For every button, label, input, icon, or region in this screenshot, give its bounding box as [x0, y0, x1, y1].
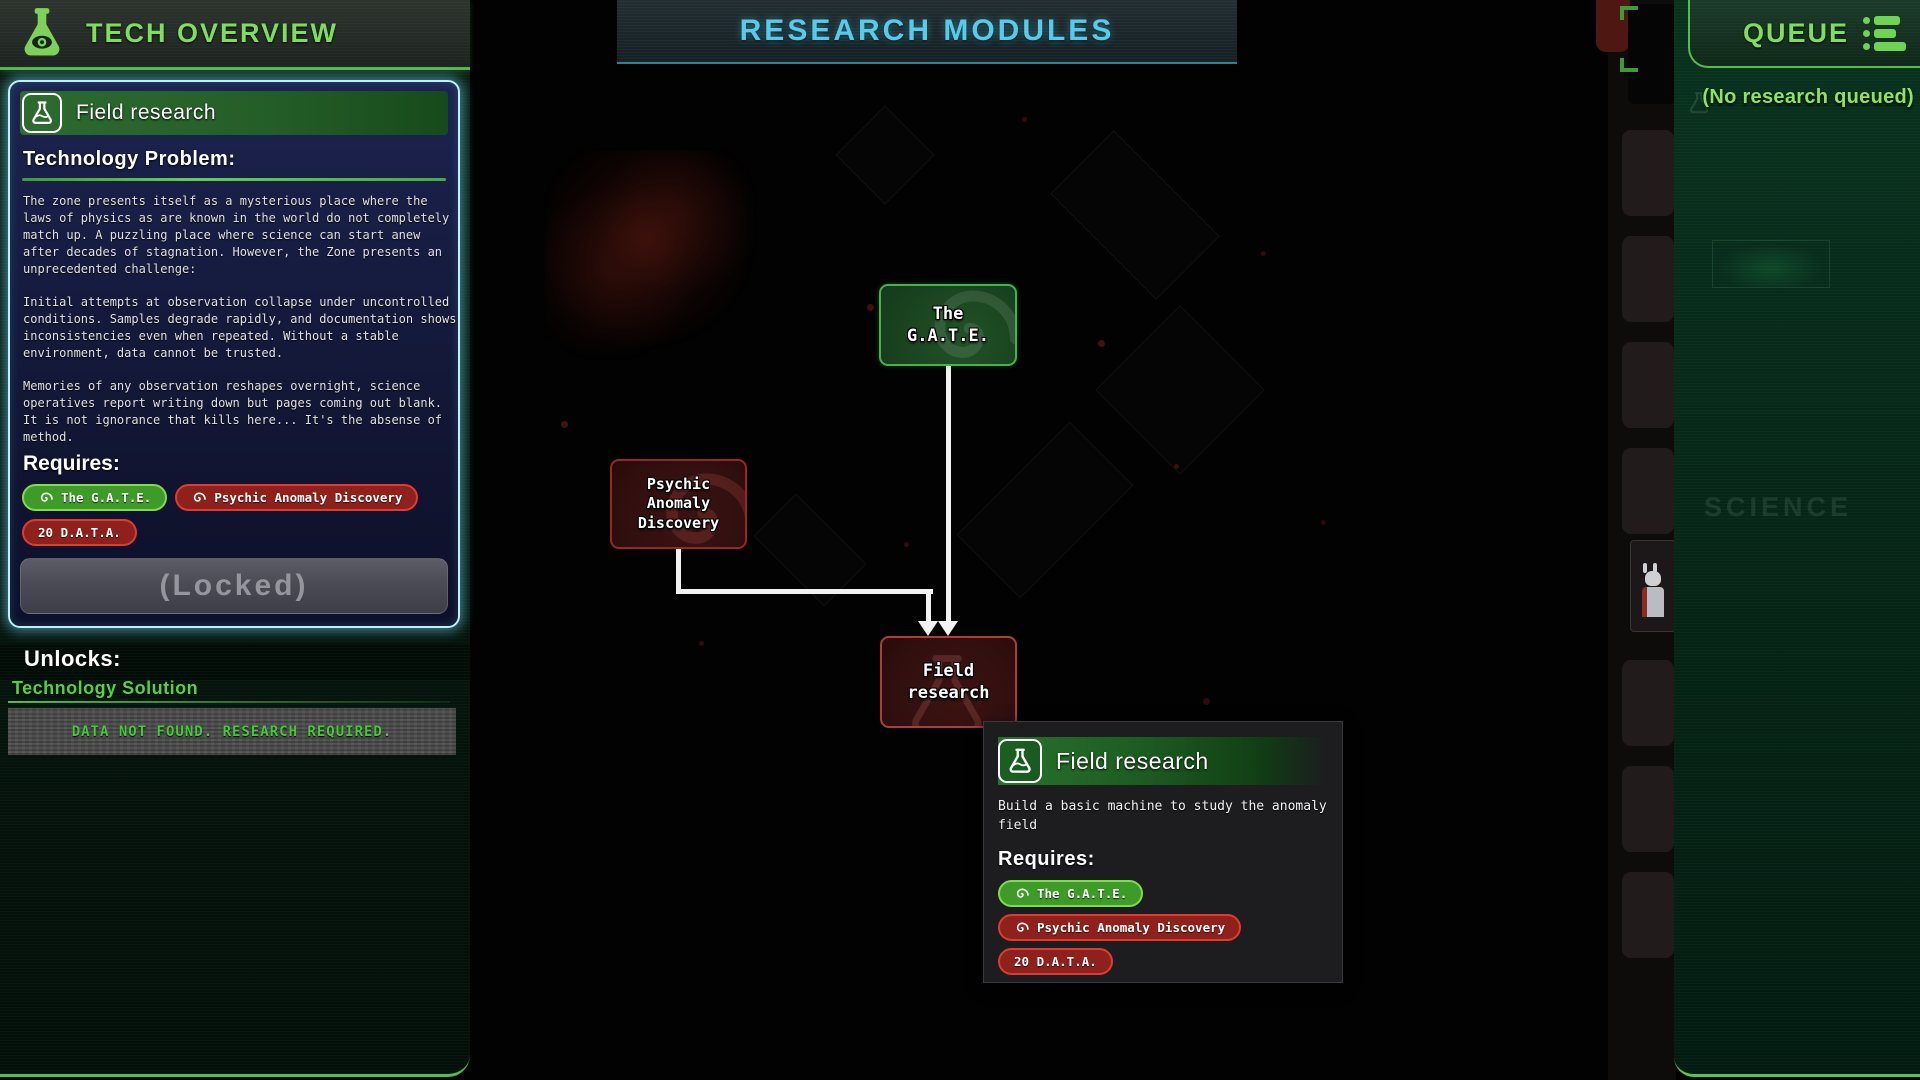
tech-card-title: Field research: [76, 101, 217, 124]
queue-title: QUEUE: [1742, 17, 1849, 48]
tech-tooltip: Field research Build a basic machine to …: [983, 721, 1343, 983]
background-slot: [1622, 448, 1674, 534]
page-title: RESEARCH MODULES: [739, 14, 1115, 47]
unlocks-rule: [8, 701, 450, 703]
ghost-science-label: SCIENCE: [1704, 492, 1853, 522]
flask-icon: [22, 93, 62, 133]
background-sidebar-strip: [1596, 0, 1676, 1080]
panel-title: TECH OVERVIEW: [86, 18, 339, 48]
spiral-icon: [194, 492, 207, 502]
tooltip-title: Field research: [1056, 747, 1209, 774]
research-modules-header: RESEARCH MODULES: [617, 0, 1237, 64]
unlocks-subheading: Technology Solution: [12, 678, 199, 698]
requires-label: Requires:: [23, 452, 120, 475]
requirement-label: The G.A.T.E.: [61, 490, 152, 505]
problem-paragraph: Memories of any observation reshapes ove…: [23, 379, 443, 444]
background-structure: [1095, 305, 1265, 475]
selection-bracket-icon: [1620, 58, 1638, 72]
anomaly-texture: [545, 150, 755, 360]
requirement-badge-unmet: Psychic Anomaly Discovery: [998, 913, 1242, 941]
tech-overview-panel: TECH OVERVIEW Field research Technology …: [0, 0, 470, 1077]
selected-tech-card: Field research Technology Problem: The z…: [8, 80, 460, 628]
problem-heading: Technology Problem:: [23, 148, 236, 170]
arrowhead-icon: [938, 621, 958, 636]
requirement-label: Psychic Anomaly Discovery: [214, 490, 403, 505]
portrait-detail: [1645, 571, 1661, 586]
background-slot: [1628, 4, 1676, 104]
data-not-found-message: DATA NOT FOUND. RESEARCH REQUIRED.: [71, 723, 393, 740]
requirement-badge-cost: 20 D.A.T.A.: [22, 519, 137, 546]
spiral-icon: [1016, 888, 1029, 898]
tooltip-description: Build a basic machine to study the anoma…: [998, 799, 1327, 833]
background-slot: [1622, 660, 1674, 746]
background-structure: [1050, 130, 1220, 300]
queue-header: QUEUE: [1688, 0, 1920, 68]
background-structure: [956, 421, 1134, 599]
arrowhead-icon: [918, 621, 938, 636]
connector-psychic-down: [676, 549, 681, 594]
problem-paragraph: Initial attempts at observation collapse…: [23, 295, 457, 360]
connector-psychic-across: [676, 589, 933, 594]
ghost-flask-icon: [1690, 92, 1709, 114]
unlocks-heading: Unlocks:: [24, 646, 121, 671]
requirement-label: 20 D.A.T.A.: [1014, 953, 1097, 969]
background-slot: [1622, 872, 1674, 958]
background-slot: [1622, 766, 1674, 852]
queue-list-icon: [1863, 15, 1906, 51]
background-slot: [1622, 236, 1674, 322]
data-not-found-box: DATA NOT FOUND. RESEARCH REQUIRED.: [8, 708, 456, 755]
unlocks-band: [0, 644, 470, 680]
requirement-label: The G.A.T.E.: [1037, 885, 1128, 901]
connector-gate-to-field: [946, 366, 951, 622]
problem-paragraph: The zone presents itself as a mysterious…: [23, 194, 450, 276]
research-locked-button[interactable]: (Locked): [20, 558, 448, 614]
requirement-badge-cost: 20 D.A.T.A.: [998, 947, 1113, 975]
tooltip-requirements: The G.A.T.E. Psychic Anomaly Discovery 2…: [998, 879, 1328, 975]
tooltip-header: Field research: [998, 737, 1328, 785]
portrait-detail: [1643, 563, 1647, 573]
queue-empty-message: (No research queued): [1702, 86, 1914, 108]
tooltip-requires-label: Requires:: [998, 847, 1095, 870]
background-slot: [1622, 342, 1674, 428]
portrait-detail: [1642, 587, 1664, 617]
operative-portrait: [1630, 540, 1676, 632]
background-structure: [835, 105, 935, 205]
requirement-label: Psychic Anomaly Discovery: [1037, 919, 1226, 935]
requirement-badges: The G.A.T.E. Psychic Anomaly Discovery 2…: [22, 484, 448, 546]
selection-bracket-icon: [1620, 6, 1638, 20]
tech-overview-header: TECH OVERVIEW: [0, 0, 470, 70]
tech-card-header: Field research: [20, 91, 448, 135]
portrait-detail: [1653, 563, 1657, 573]
requirement-badge-met: The G.A.T.E.: [22, 484, 168, 511]
spiral-icon: [1016, 922, 1029, 932]
spiral-icon: [40, 492, 53, 502]
flask-eye-icon: [24, 7, 60, 56]
connector-psychic-to-field: [926, 589, 931, 622]
heading-rule: [22, 178, 446, 181]
requirement-label: 20 D.A.T.A.: [38, 525, 121, 540]
requirement-badge-met: The G.A.T.E.: [998, 879, 1144, 907]
ghost-ui-box: [1712, 240, 1830, 288]
research-queue-panel: SCIENCE QUEUE (No research queued): [1674, 0, 1920, 1077]
flask-icon: [998, 739, 1042, 783]
background-slot: [1622, 130, 1674, 216]
requirement-badge-unmet: Psychic Anomaly Discovery: [175, 484, 419, 511]
